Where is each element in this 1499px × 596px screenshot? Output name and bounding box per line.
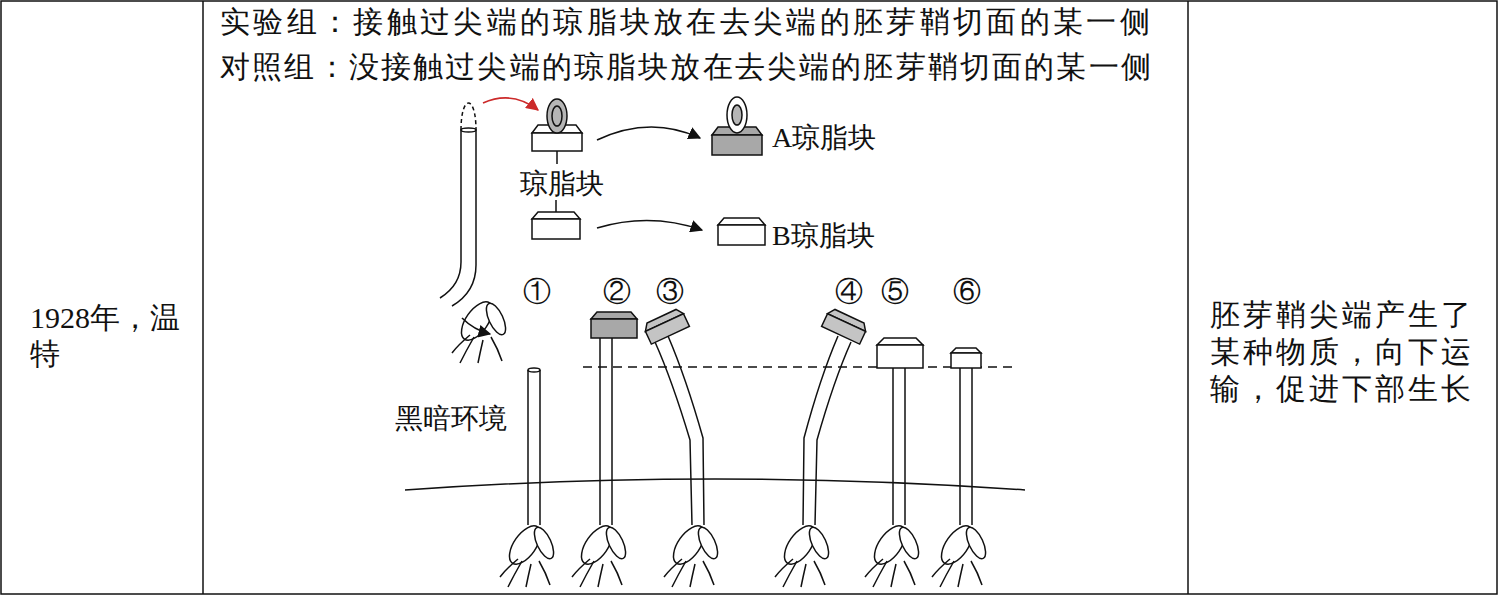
seedlings-part: [591, 312, 637, 319]
part-label: 琼脂块: [520, 168, 604, 200]
seedlings-part-part: [822, 314, 866, 344]
seedlings-part: [775, 521, 833, 587]
source-coleoptile: [440, 103, 510, 363]
seedlings-part: [822, 307, 869, 344]
condition-text: 对照组：没接触过尖端的琼脂块放在去尖端的胚芽鞘切面的某一侧: [220, 49, 1153, 85]
agar-blocks-part: [552, 106, 562, 126]
seedlings-part: [960, 368, 972, 525]
seedlings-part: [655, 342, 692, 525]
agar-blocks-part: [555, 200, 557, 212]
agar-blocks-part: [718, 225, 765, 245]
seedlings-part: [893, 368, 905, 525]
source-coleoptile-part: [461, 103, 476, 130]
source-coleoptile-part: [461, 128, 476, 132]
table-border-part: [202, 1, 204, 594]
agar-blocks-part: [732, 105, 742, 125]
seedlings-part: [500, 521, 558, 587]
soil-and-level-part: [405, 479, 1025, 490]
callout-number: ①: [523, 276, 551, 308]
seedlings-part: [600, 338, 612, 525]
seedlings-part: [865, 521, 923, 587]
condition-label: 黑暗环境: [395, 403, 507, 435]
seedlings-part: [877, 345, 923, 368]
callout-number: ⑤: [881, 276, 909, 308]
seedlings-part: [528, 368, 540, 372]
soil-and-level-part: [583, 366, 1015, 368]
part-label: B琼脂块: [772, 220, 875, 252]
seedlings-part: [815, 342, 851, 525]
agar-blocks-part: [547, 99, 567, 133]
source-coleoptile-part: [452, 297, 510, 363]
arrows-part: [483, 98, 538, 110]
table-cell-text: 1928年，温特: [30, 300, 180, 372]
seedlings: [500, 307, 990, 587]
seedlings-part: [642, 307, 689, 344]
agar-blocks-part: [718, 218, 765, 225]
seedlings-part: [528, 370, 540, 525]
agar-blocks-part: [532, 133, 582, 151]
agar-blocks-part: [727, 97, 747, 133]
seedlings-part: [591, 319, 637, 338]
agar-blocks-part: [532, 212, 580, 219]
seedlings-part: [932, 521, 990, 587]
arrows: [462, 98, 702, 334]
arrows-part: [597, 127, 700, 140]
condition-text: 实验组：接触过尖端的琼脂块放在去尖端的胚芽鞘切面的某一侧: [220, 4, 1153, 40]
part-label: A琼脂块: [772, 122, 876, 154]
agar-blocks-part: [556, 151, 558, 164]
seedlings-part: [668, 336, 704, 525]
agar-blocks-part: [712, 135, 762, 155]
seedlings-part: [951, 353, 981, 368]
table-cell-text: 胚芽鞘尖端产生了某种物质，向下运输，促进下部生长: [1210, 296, 1482, 407]
arrows-part: [597, 220, 702, 230]
arrows-part: [462, 318, 490, 334]
callout-number: ④: [835, 276, 863, 308]
seedlings-part: [877, 338, 923, 345]
source-coleoptile-part: [440, 130, 461, 298]
agar-blocks-part: [532, 219, 580, 239]
callout-number: ③: [656, 276, 684, 308]
table-border-part: [1187, 1, 1189, 594]
callout-number: ⑥: [953, 276, 981, 308]
source-coleoptile-part: [452, 130, 476, 306]
seedlings-part: [664, 521, 722, 587]
seedlings-part-part: [645, 314, 689, 344]
seedlings-part: [572, 521, 630, 587]
callout-number: ②: [603, 276, 631, 308]
